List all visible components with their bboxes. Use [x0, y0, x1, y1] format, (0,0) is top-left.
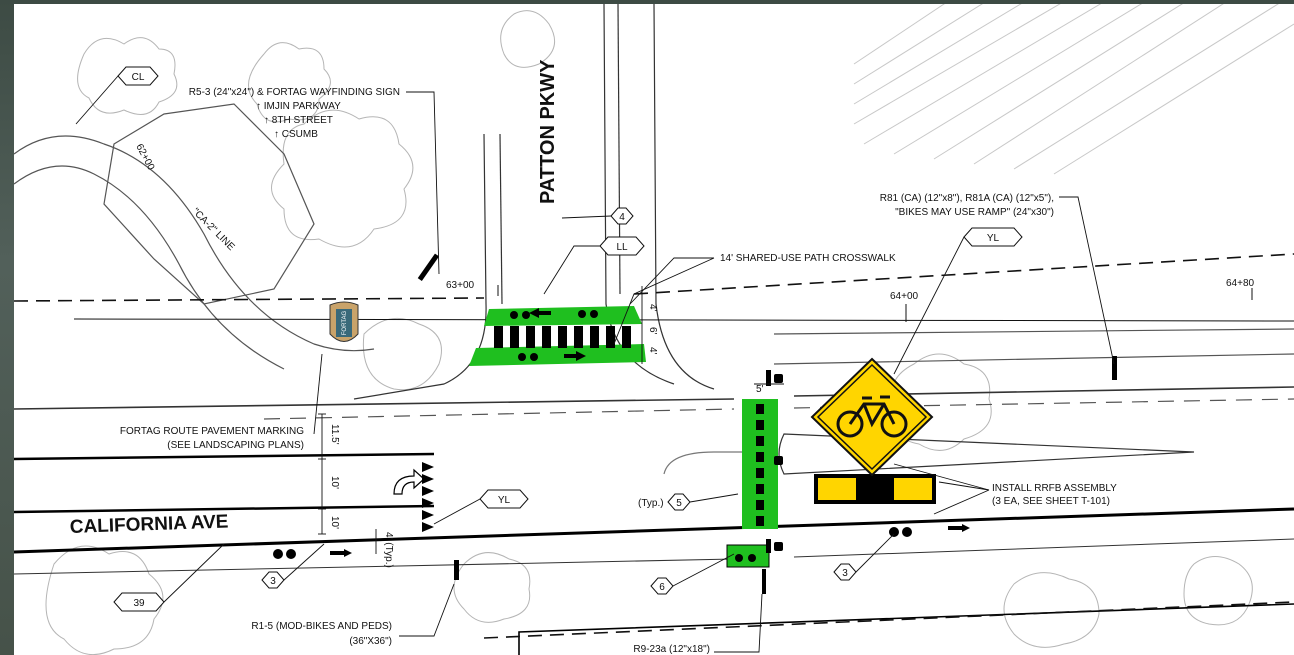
- station-64-label: 64+00: [890, 291, 919, 302]
- callout-cl: CL: [132, 72, 145, 83]
- dim-11-5: 11.5': [329, 424, 340, 445]
- note-r81-line1: R81 (CA) (12"x8"), R81A (CA) (12"x5"),: [880, 193, 1054, 204]
- path-arrow-icon: [529, 308, 586, 361]
- dim-4-a: 4': [647, 304, 658, 312]
- leader-lines: [75, 75, 1115, 653]
- callout-yl-bottom: YL: [498, 495, 511, 506]
- station-ticks: [73, 285, 1294, 322]
- note-crosswalk: 14' SHARED-USE PATH CROSSWALK: [720, 253, 896, 264]
- note-r1-5-line2: (36"X36"): [349, 636, 392, 647]
- note-r9-23a: R9-23a (12"x18"): [633, 644, 710, 655]
- note-r1-5: R1-5 (MOD-BIKES AND PEDS) (36"X36"): [251, 621, 392, 647]
- dim-4-typ: 4' (Typ.): [383, 532, 394, 568]
- hatched-area: [853, 4, 1294, 175]
- dim-6: 6': [647, 327, 658, 335]
- note-fortag-line1: FORTAG ROUTE PAVEMENT MARKING: [120, 426, 304, 437]
- callout-3-left: 3: [270, 576, 276, 587]
- bicycle-warning-sign-icon: [810, 357, 934, 477]
- alignment-line-label: "CA-2" LINE: [190, 206, 237, 253]
- dim-5: 5': [756, 384, 764, 395]
- turn-arrow-icon: [393, 468, 425, 495]
- patton-pkwy-label: PATTON PKWY: [537, 59, 559, 204]
- rrfb-assembly-icon: [814, 474, 936, 504]
- callout-ll: LL: [616, 242, 628, 253]
- station-6480-label: 64+80: [1226, 278, 1255, 289]
- california-crosswalk: [726, 399, 778, 568]
- callout-yl-top: YL: [987, 233, 1000, 244]
- rrfb-beacon-icon: [417, 253, 1117, 594]
- callout-4: 4: [619, 212, 625, 223]
- callout-typ: (Typ.): [638, 498, 664, 509]
- note-r5-3: R5-3 (24"x24") & FORTAG WAYFINDING SIGN …: [189, 87, 400, 140]
- dimension-lines: [318, 286, 784, 554]
- station-63-label: 63+00: [446, 280, 475, 291]
- alignment-dashes: [14, 253, 1294, 639]
- california-ave-label: CALIFORNIA AVE: [69, 511, 228, 538]
- bike-lane-symbol-icon: [273, 524, 970, 559]
- callout-3-right: 3: [842, 568, 848, 579]
- note-r81: R81 (CA) (12"x8"), R81A (CA) (12"x5"), "…: [880, 193, 1054, 218]
- callout-6: 6: [659, 582, 665, 593]
- callout-5: 5: [676, 498, 682, 509]
- note-r1-5-line1: R1-5 (MOD-BIKES AND PEDS): [251, 621, 392, 632]
- dim-10-b: 10': [329, 516, 340, 529]
- note-r5-3-line3: ↑ 8TH STREET: [264, 115, 333, 126]
- note-rrfb: INSTALL RRFB ASSEMBLY (3 EA, SEE SHEET T…: [992, 483, 1117, 507]
- note-r81-line2: "BIKES MAY USE RAMP" (24"x30"): [895, 207, 1054, 218]
- note-fortag: FORTAG ROUTE PAVEMENT MARKING (SEE LANDS…: [120, 426, 304, 451]
- fortag-sign-icon: FORTAG: [329, 301, 359, 342]
- dim-10-a: 10': [329, 476, 340, 489]
- tree-canopy: [45, 10, 1253, 655]
- plan-drawing: FORTAG PATTON PKWY CALIFORNIA AVE "CA-2"…: [14, 4, 1294, 655]
- shared-use-path-crosswalk: [469, 306, 646, 366]
- bicycle-marking-icon: [510, 310, 598, 361]
- note-r5-3-line4: ↑ CSUMB: [274, 129, 318, 140]
- callout-39: 39: [133, 598, 145, 609]
- note-r5-3-line2: ↑ IMJIN PARKWAY: [256, 101, 341, 112]
- yield-markings: [422, 462, 434, 532]
- plan-sheet: FORTAG PATTON PKWY CALIFORNIA AVE "CA-2"…: [14, 4, 1294, 655]
- dim-4-b: 4': [647, 347, 658, 355]
- note-r5-3-line1: R5-3 (24"x24") & FORTAG WAYFINDING SIGN: [189, 87, 400, 98]
- svg-text:FORTAG: FORTAG: [342, 310, 348, 335]
- note-fortag-line2: (SEE LANDSCAPING PLANS): [167, 440, 304, 451]
- callout-shapes: [113, 66, 1023, 612]
- note-rrfb-line1: INSTALL RRFB ASSEMBLY: [992, 483, 1117, 494]
- lane-dashes: [263, 398, 1294, 420]
- station-62-label: 62+00: [133, 142, 156, 172]
- note-rrfb-line2: (3 EA, SEE SHEET T-101): [992, 496, 1110, 507]
